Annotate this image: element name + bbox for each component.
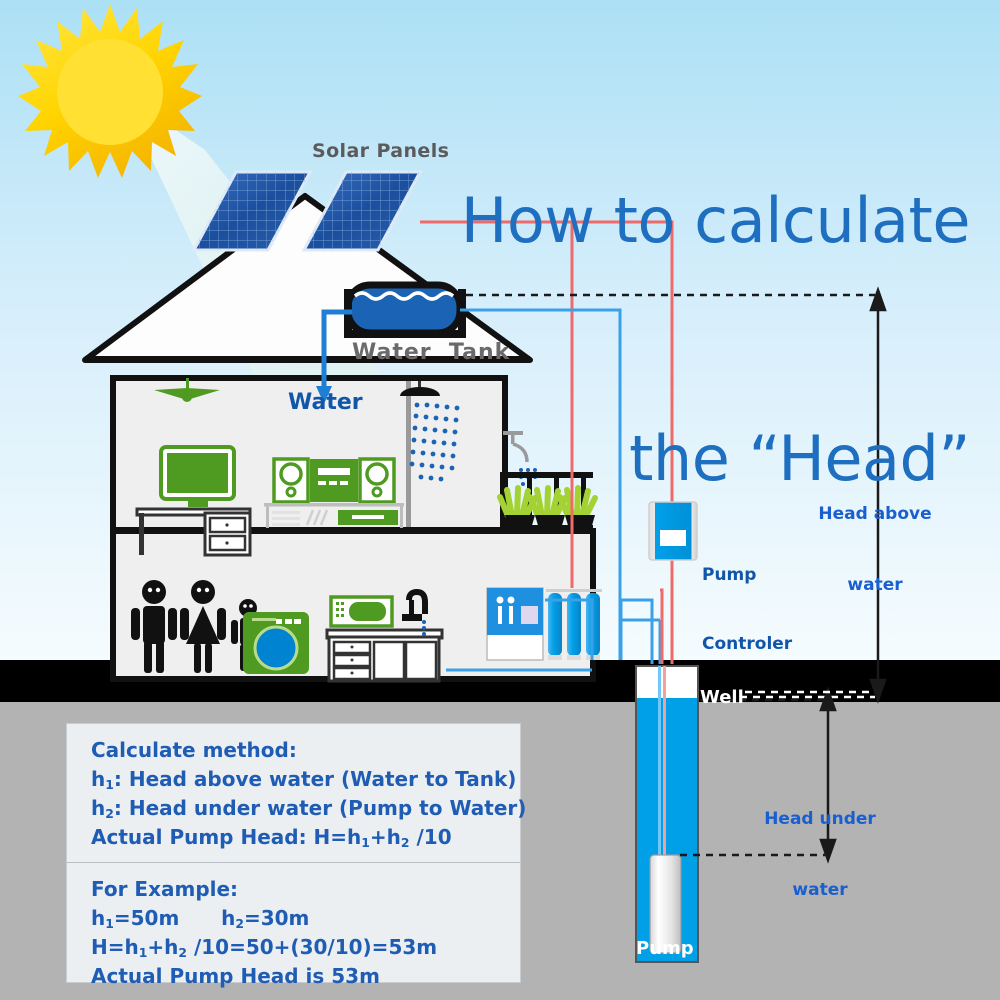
calculate-method-section: Calculate method: h1: Head above water (… [67,724,527,862]
filter-cartridge-icon [546,589,602,660]
microwave-icon [329,595,394,628]
pump-label: Pump [636,938,694,959]
head-above-line-2: water [847,574,903,595]
title-line-2: the “Head” [629,421,970,495]
sun-icon [18,4,202,178]
head-under-line-1: Head under [764,808,876,829]
water-arrowhead [316,386,332,404]
h1-definition: h1: Head above water (Water to Tank) [91,767,517,793]
stereo-system-icon [264,457,404,528]
example-calculation: H=h1+h2 /10=50+(30/10)=53m [91,935,438,961]
well [633,664,700,963]
water-label: Water [288,390,363,415]
head-formula: Actual Pump Head: H=h1+h2 /10 [91,825,452,851]
tank-water-arrow [321,309,352,390]
example-result: Actual Pump Head is 53m [91,964,380,989]
page-title: How to calculate the “Head” [400,22,971,578]
solar-panels-label: Solar Panels [312,140,450,162]
pump-controller-label-line-1: Pump [702,564,757,585]
kitchen-sink-icon [325,588,444,683]
head-above-line-1: Head above [818,503,932,524]
example-heading: For Example: [91,877,239,902]
shower-icon [400,381,460,482]
head-under-line-2: water [792,879,848,900]
submersible-pump-icon [649,854,682,954]
solar-panel-icon [191,170,423,252]
computer-monitor-icon [159,445,236,507]
potted-plant-icon [527,485,568,529]
example-given: h1=50m h2=30m [91,906,310,932]
desk-icon [135,507,252,557]
pump-controller-label-line-2: Controler [702,633,793,654]
h2-definition: h2: Head under water (Pump to Water) [91,796,527,822]
washing-machine-icon [243,612,309,674]
calculation-panel: Calculate method: h1: Head above water (… [66,723,527,988]
head-under-water-label: Head under water [745,760,895,927]
well-label: Well [700,687,744,708]
head-above-measure [869,286,887,704]
ceiling-lamp-icon [154,378,220,402]
balcony [497,431,598,529]
head-above-water-label: Head above water [800,455,950,622]
pump-controller-icon [648,501,698,561]
water-purifier-icon [486,587,544,661]
method-heading: Calculate method: [91,738,297,762]
pump-controller-label: Pump Controler [702,518,792,679]
example-section: For Example: h1=50m h2=30m H=h1+h2 /10=5… [67,862,520,1000]
potted-plant-icon [497,485,538,529]
head-under-measure [819,686,837,864]
title-line-1: How to calculate [460,183,971,257]
water-tank-label: Water Tank [352,340,511,365]
